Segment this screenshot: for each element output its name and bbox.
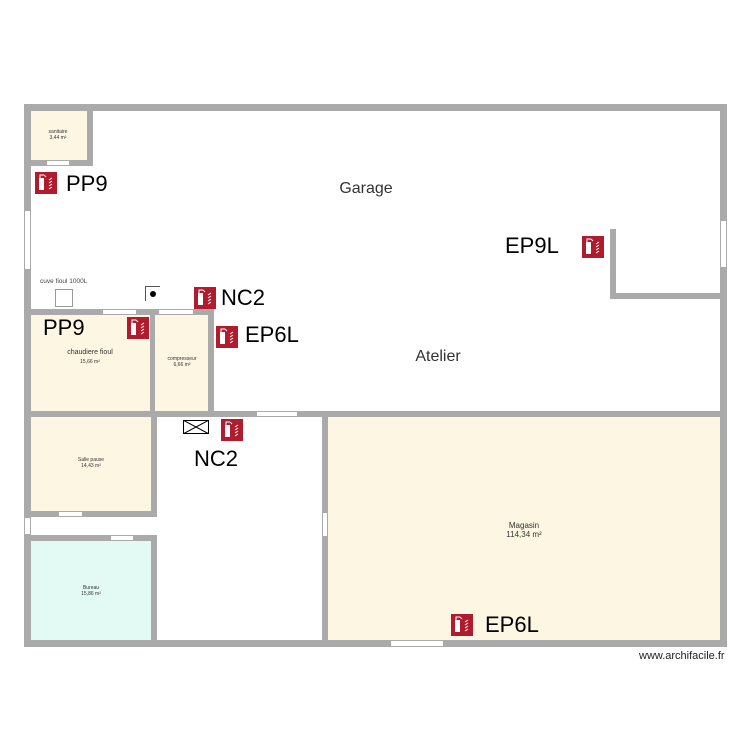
- outer-wall-right: [720, 104, 727, 647]
- wall-garage-inner-horizontal: [610, 293, 727, 299]
- extinguisher-label: NC2: [194, 446, 239, 471]
- room-area: 114,34 m²: [506, 529, 542, 539]
- room-name: Salle pause: [77, 457, 105, 463]
- door-sanitaire[interactable]: [46, 160, 70, 166]
- label-cuve-fioul: cuve fioul 1000L: [40, 278, 88, 285]
- door-chaudiere[interactable]: [102, 309, 137, 315]
- extinguisher-label: PP9: [66, 171, 108, 196]
- room-area: 15,66 m²: [80, 358, 100, 365]
- extinguisher-icon[interactable]: [221, 419, 243, 441]
- door-left-corridor[interactable]: [24, 517, 31, 535]
- wall-bureau-top: [24, 535, 157, 541]
- wall-pause-right: [151, 411, 157, 517]
- door-bureau[interactable]: [110, 535, 134, 541]
- label-atelier: Atelier: [415, 348, 461, 365]
- extinguisher-label: EP6L: [245, 322, 299, 347]
- room-name: Bureau: [82, 585, 100, 591]
- room-name: Magasin: [508, 521, 540, 530]
- outer-wall-left: [24, 104, 31, 647]
- extinguisher-icon[interactable]: [194, 287, 216, 309]
- wall-garage-inner-vertical: [610, 229, 616, 299]
- wall-chaudiere-right: [150, 309, 155, 417]
- watermark: www.archifacile.fr: [639, 650, 725, 662]
- extinguisher-label: NC2: [221, 285, 266, 310]
- room-area: 3,44 m²: [49, 134, 67, 141]
- wall-sanitaire-right: [87, 104, 93, 166]
- boiler-dot-icon: [150, 291, 156, 297]
- outer-wall-bottom: [24, 640, 727, 647]
- cuve-fioul-box[interactable]: [55, 289, 73, 307]
- room-area: 6,66 m²: [173, 361, 191, 368]
- extinguisher-icon[interactable]: [582, 236, 604, 258]
- wall-bureau-right: [151, 535, 157, 647]
- door-atelier[interactable]: [256, 411, 298, 417]
- label-garage: Garage: [339, 180, 393, 197]
- room-salle-pause[interactable]: [31, 417, 151, 511]
- room-name: sanitaire: [48, 129, 68, 135]
- room-area: 15,86 m²: [81, 590, 101, 597]
- wall-atelier-bottom: [24, 411, 727, 417]
- room-name: chaudiere fioul: [67, 349, 113, 356]
- room-area: 14,43 m²: [81, 462, 101, 469]
- label-chaudiere: chaudiere fioul 15,66 m²: [67, 349, 113, 365]
- room-sanitaire[interactable]: [31, 111, 87, 160]
- outer-wall-top: [24, 104, 727, 111]
- extinguisher-icon[interactable]: [451, 614, 473, 636]
- room-name: compresseur: [167, 356, 197, 362]
- room-compresseur[interactable]: [155, 315, 209, 411]
- door-right-garage[interactable]: [720, 220, 727, 268]
- room-bureau[interactable]: [31, 541, 151, 640]
- boiler-symbol[interactable]: [145, 286, 160, 301]
- door-compresseur[interactable]: [158, 309, 194, 315]
- extinguisher-label: PP9: [43, 315, 85, 340]
- extinguisher-icon[interactable]: [127, 317, 149, 339]
- room-magasin[interactable]: [328, 417, 720, 640]
- extinguisher-icon[interactable]: [216, 326, 238, 348]
- extinguisher-label: EP6L: [485, 612, 539, 637]
- door-left-garage[interactable]: [24, 210, 31, 270]
- wall-compresseur-right: [208, 309, 214, 417]
- door-magasin-left[interactable]: [322, 512, 328, 537]
- door-salle-pause[interactable]: [58, 511, 83, 517]
- wall-pause-bottom: [24, 511, 157, 517]
- extinguisher-label: EP9L: [505, 233, 559, 258]
- vent-box-icon[interactable]: [183, 420, 209, 434]
- door-magasin-bottom[interactable]: [390, 640, 444, 647]
- extinguisher-icon[interactable]: [35, 172, 57, 194]
